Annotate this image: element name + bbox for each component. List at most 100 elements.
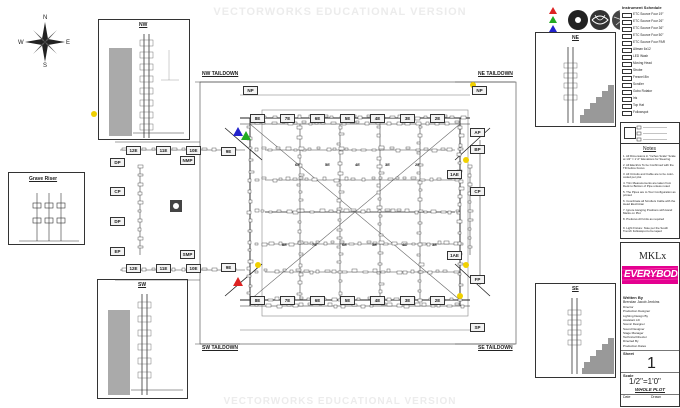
fixture-unit [386,297,392,302]
fixture-unit [330,240,335,244]
detail-grave-title: Grave Riser [29,176,58,182]
fixture-unit [254,178,260,182]
fixture-unit [414,116,421,121]
pipe-tag: BP [470,145,485,154]
note-item: 4. Trim Measurements are taken from Deck… [623,182,672,189]
fixture-unit [261,146,267,150]
instrument-legend: Instrument Schedule ETC Source Four 19°E… [620,5,678,117]
fixture-unit [467,245,473,249]
legend-item: ETC Source Four 26° [620,19,678,25]
fixture-unit [338,125,343,130]
sheet-label: Sheet [623,351,634,356]
fixture-unit [315,240,320,244]
pipe-tag: CP [110,187,125,196]
legend-item: Strobe [620,68,678,74]
fixture-unit [386,268,391,273]
fixture-unit [414,210,419,215]
fixture-unit [276,209,282,213]
fixture-unit [311,177,318,182]
legend-item: LED Wash [620,54,678,60]
fixture-unit [328,209,334,213]
fixture-unit [246,266,251,271]
fixture-unit [372,268,378,273]
show-logo: EVERYBODY [622,266,678,284]
inner-pipe-label: 8E [282,242,287,247]
pipe-tag: NP [243,86,258,95]
pipe-tag: 4E [370,114,385,123]
fixture-unit [299,296,304,300]
fixture-unit [350,177,356,181]
fixture-unit [303,241,309,245]
fixture-unit [402,270,408,275]
pipe-tag: SMP [180,250,195,259]
fixture-unit [322,176,327,181]
detail-se-title: SE [572,286,579,292]
fixture-unit [418,270,424,274]
fixture-unit [247,259,254,264]
fixture-unit [247,189,252,194]
pipe-tag: DP [110,158,125,167]
detail-ne: NE [535,32,616,127]
crew-line: Sound Designer [623,326,645,331]
note-item: 9. Light Fixture: Note per the South Tre… [623,227,668,234]
legend-item: Gobo Rotator [620,89,678,95]
fixture-unit [411,242,416,246]
scale-label: Scale [623,373,634,378]
fixture-unit [274,269,280,274]
pipe-tag: 4E [370,296,385,305]
pipe-tag: 7E [280,114,295,123]
pipe-tag: 12E [126,264,141,273]
fixture-unit [341,270,348,274]
fixture-unit [247,248,252,252]
fixture-unit [366,208,371,213]
fixture-unit [181,267,186,272]
fixture-unit [430,209,437,214]
note-item: 8. Prefocus All Units as required [623,218,665,221]
inner-pipe-label: 3E [385,162,390,167]
fixture-unit [377,262,383,266]
fixture-unit [376,156,382,161]
fixture-unit [340,304,346,309]
legend-item-label: Iris [633,96,638,100]
fixture-unit [246,210,252,215]
fixture-unit [357,241,362,246]
fixture-symbol-icon [622,13,632,18]
fixture-unit [263,268,268,272]
fixture-unit [299,208,305,213]
fixture-unit [454,302,460,306]
fixture-unit [137,200,144,205]
fixture-unit [378,176,383,180]
note-item: 5. The Pipes are to Tour Configuration a… [623,191,676,198]
fixture-unit [350,208,357,212]
fixture-symbol-icon [622,48,632,53]
fixture-unit [417,197,423,202]
legend-item: ETC Source Four 19° [620,12,678,18]
fixture-symbol-icon [622,97,632,102]
fixture-unit [453,270,460,274]
fixture-symbol-icon [622,62,632,67]
fixture-unit [456,152,462,157]
fixture-unit [278,241,283,246]
fixture-unit [289,269,294,274]
fixture-unit [137,227,142,232]
fixture-unit [467,182,473,187]
title-block: MKLx EVERYBODY Written By Brendan Jacob … [620,242,680,407]
compass-e: E [66,40,71,46]
fixture-unit [338,132,345,136]
fixture-unit [393,297,400,301]
fixture-unit [298,198,304,202]
fixture-unit [327,302,333,307]
compass-w: W [18,40,24,46]
fixture-unit [467,173,472,178]
fixture-unit [304,177,309,181]
fixture-unit [329,115,334,119]
fixture-unit [292,303,299,308]
fixture-unit [296,135,303,140]
inner-pipe-label: 7E [312,242,317,247]
pipe-tag: 1AE [447,251,462,260]
fixture-unit [419,178,426,182]
fixture-unit [396,270,403,275]
fixture-unit [137,173,144,177]
legend-item-label: Strobe [633,68,643,72]
